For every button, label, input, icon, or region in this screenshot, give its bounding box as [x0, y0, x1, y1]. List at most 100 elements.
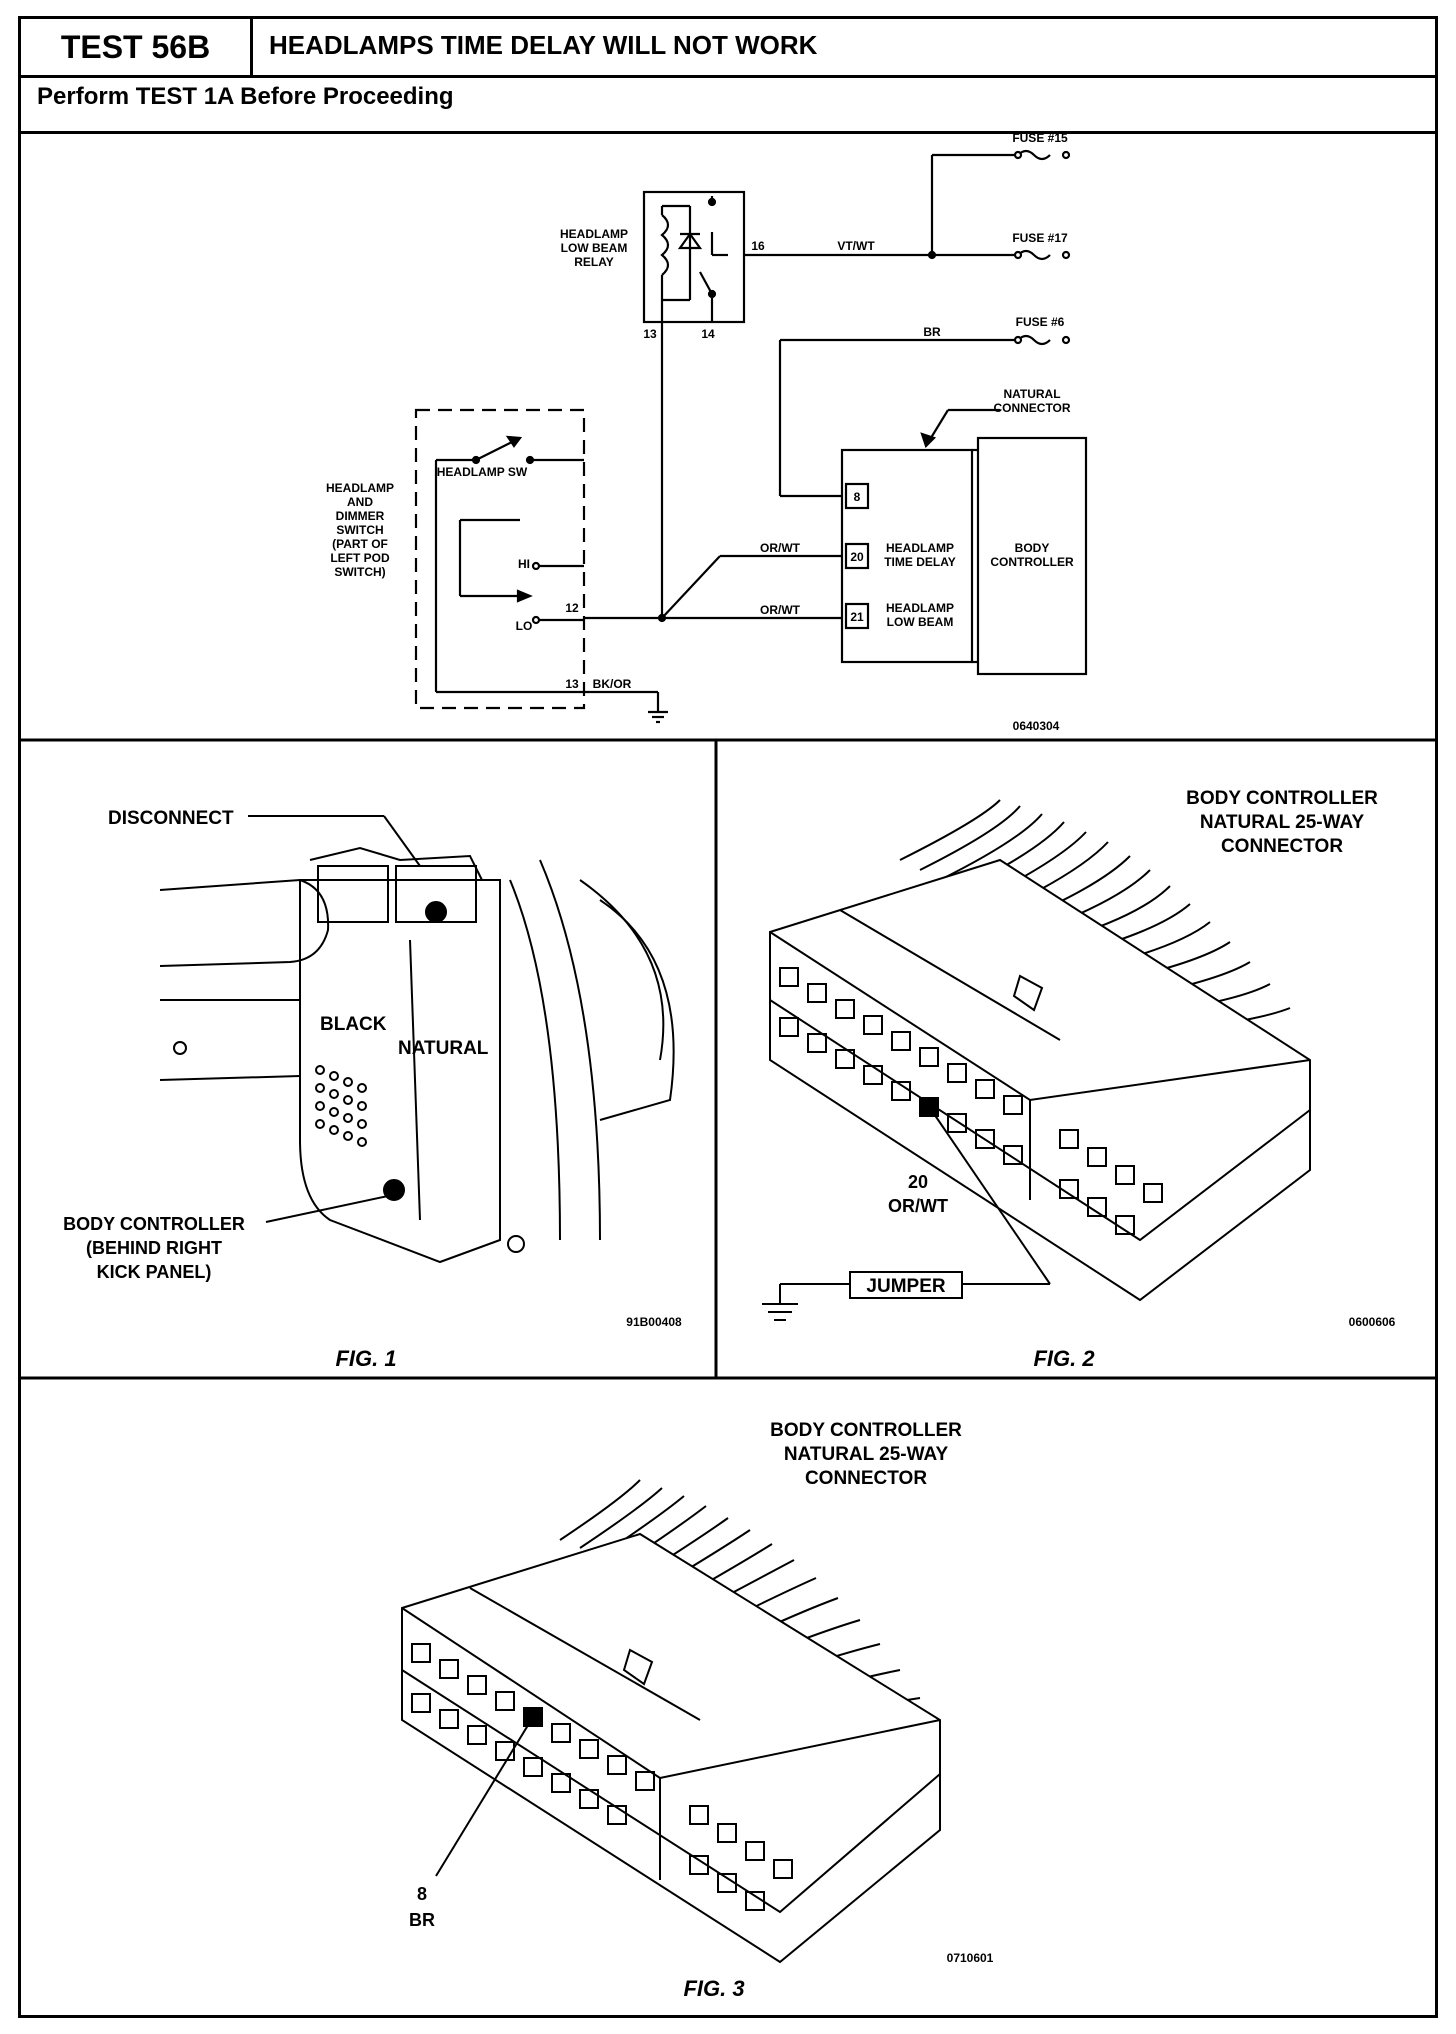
low-beam-line1: HEADLAMP: [886, 601, 954, 615]
relay-contact-arm: [699, 271, 713, 295]
fig3-ref: 0710601: [947, 1951, 994, 1965]
fig2-illustration: [762, 799, 1311, 1321]
fig3-illustration: [401, 1479, 941, 1964]
headlamp-sw-label: HEADLAMP SW: [437, 465, 528, 479]
body-controller-line2: CONTROLLER: [990, 555, 1074, 569]
wire-bk-or-label: BK/OR: [593, 677, 632, 691]
fig2-labels: BODY CONTROLLER NATURAL 25-WAY CONNECTOR…: [866, 788, 1395, 1371]
fuse-15-symbol: [1017, 149, 1051, 161]
low-beam-line2: LOW BEAM: [887, 615, 954, 629]
fig1-body-controller-line2: (BEHIND RIGHT: [86, 1238, 222, 1258]
switch-label-3: DIMMER: [336, 509, 385, 523]
relay-coil: [660, 214, 670, 276]
fig1-body-controller-line3: KICK PANEL): [97, 1262, 212, 1282]
fuse-6-label: FUSE #6: [1016, 315, 1065, 329]
natural-connector-line1: NATURAL: [1003, 387, 1060, 401]
body-controller-box: [976, 436, 1088, 676]
fig2-cavity-20: [919, 1097, 939, 1117]
wire-vt-wt-label: VT/WT: [837, 239, 875, 253]
black-label: BLACK: [320, 1014, 387, 1035]
header-row: TEST 56B HEADLAMPS TIME DELAY WILL NOT W…: [21, 19, 1435, 78]
switch-label-6: LEFT POD: [330, 551, 390, 565]
terminal-21-label: 21: [850, 610, 864, 624]
time-delay-line2: TIME DELAY: [884, 555, 956, 569]
terminal-8-label: 8: [854, 490, 861, 504]
fuse-6-symbol: [1017, 334, 1051, 346]
terminal-8: [844, 482, 870, 510]
fig1-ref: 91B00408: [626, 1315, 682, 1329]
fig2-title-line3: CONNECTOR: [1221, 836, 1343, 857]
fig2-cavities: [779, 967, 1163, 1235]
hand-shape: [159, 878, 330, 967]
disconnect-label: DISCONNECT: [108, 808, 234, 829]
switch-pin-13: 13: [565, 677, 579, 691]
schematic-labels: FUSE #15 FUSE #17 FUSE #6 HEADLAMP LOW B…: [326, 131, 1074, 733]
test-title: HEADLAMPS TIME DELAY WILL NOT WORK: [269, 30, 818, 60]
fig3-pin-label: 8: [417, 1884, 427, 1904]
fig3-title-line2: NATURAL 25-WAY: [784, 1444, 949, 1465]
fig2-connector-body: [769, 858, 1311, 1302]
relay-box: [642, 190, 746, 324]
natural-label: NATURAL: [398, 1038, 489, 1059]
fig1-illustration: [159, 815, 675, 1264]
jumper-box: [849, 1271, 963, 1299]
fig2-latch: [1012, 974, 1044, 1012]
fuse-17-label: FUSE #17: [1012, 231, 1068, 245]
connector-tops: [309, 846, 483, 881]
body-controller-housing: [299, 879, 501, 1264]
fig3-caption: FIG. 3: [683, 1976, 744, 2001]
switch-label-2: AND: [347, 495, 373, 509]
terminal-20: [844, 542, 870, 570]
subtitle-row: Perform TEST 1A Before Proceeding: [21, 75, 1435, 134]
fig2-caption: FIG. 2: [1033, 1346, 1095, 1371]
controller-mount-dot: [383, 1179, 405, 1201]
fig2-pin-label: 20: [908, 1172, 928, 1192]
fuse-17-symbol: [1017, 249, 1051, 261]
natural-connector-dot: [425, 901, 447, 923]
schematic-ref: 0640304: [1013, 719, 1060, 733]
relay-diode: [677, 232, 703, 250]
relay-pin-14: 14: [701, 327, 715, 341]
wire-br-label: BR: [923, 325, 941, 339]
fig1-body-controller-line1: BODY CONTROLLER: [63, 1214, 245, 1234]
terminal-20-label: 20: [850, 550, 864, 564]
relay-pin-13: 13: [643, 327, 657, 341]
test-id: TEST 56B: [21, 19, 253, 75]
black-connector-block: [317, 865, 389, 923]
natural-connector-line2: CONNECTOR: [993, 401, 1070, 415]
fig1-labels: DISCONNECT BLACK NATURAL BODY CONTROLLER…: [63, 808, 682, 1371]
wire-or-wt-lower: OR/WT: [760, 603, 801, 617]
relay-label-line3: RELAY: [574, 255, 614, 269]
hi-label: HI: [518, 557, 530, 571]
page-frame: TEST 56B HEADLAMPS TIME DELAY WILL NOT W…: [18, 16, 1438, 2018]
fig2-title-line1: BODY CONTROLLER: [1186, 788, 1378, 809]
fuse-15-label: FUSE #15: [1012, 131, 1068, 145]
fig3-connector-body: [401, 1532, 941, 1964]
switch-box: [414, 408, 586, 710]
switch-label-5: (PART OF: [332, 537, 388, 551]
wire-or-wt-upper: OR/WT: [760, 541, 801, 555]
fig3-title-line3: CONNECTOR: [805, 1468, 927, 1489]
switch-label-4: SWITCH: [336, 523, 383, 537]
relay-label-line1: HEADLAMP: [560, 227, 628, 241]
fig3-labels: BODY CONTROLLER NATURAL 25-WAY CONNECTOR…: [409, 1420, 994, 2001]
fig3-cavities: [411, 1643, 793, 1911]
fig2-wire-label: OR/WT: [888, 1196, 948, 1216]
fig2-ref: 0600606: [1349, 1315, 1396, 1329]
test-subtitle: Perform TEST 1A Before Proceeding: [37, 83, 454, 110]
switch-label-7: SWITCH): [334, 565, 385, 579]
relay-pin-16: 16: [751, 239, 765, 253]
lo-label: LO: [516, 619, 533, 633]
wiring-schematic: [414, 149, 1088, 724]
fig3-latch: [622, 1648, 654, 1686]
fig2-title-line2: NATURAL 25-WAY: [1200, 812, 1365, 833]
fig3-title-line1: BODY CONTROLLER: [770, 1420, 962, 1441]
body-controller-line1: BODY: [1015, 541, 1050, 555]
time-delay-line1: HEADLAMP: [886, 541, 954, 555]
relay-label-line2: LOW BEAM: [561, 241, 628, 255]
jumper-label: JUMPER: [866, 1276, 945, 1297]
switch-pin-12: 12: [565, 601, 579, 615]
switch-label-1: HEADLAMP: [326, 481, 394, 495]
terminal-21: [844, 602, 870, 630]
